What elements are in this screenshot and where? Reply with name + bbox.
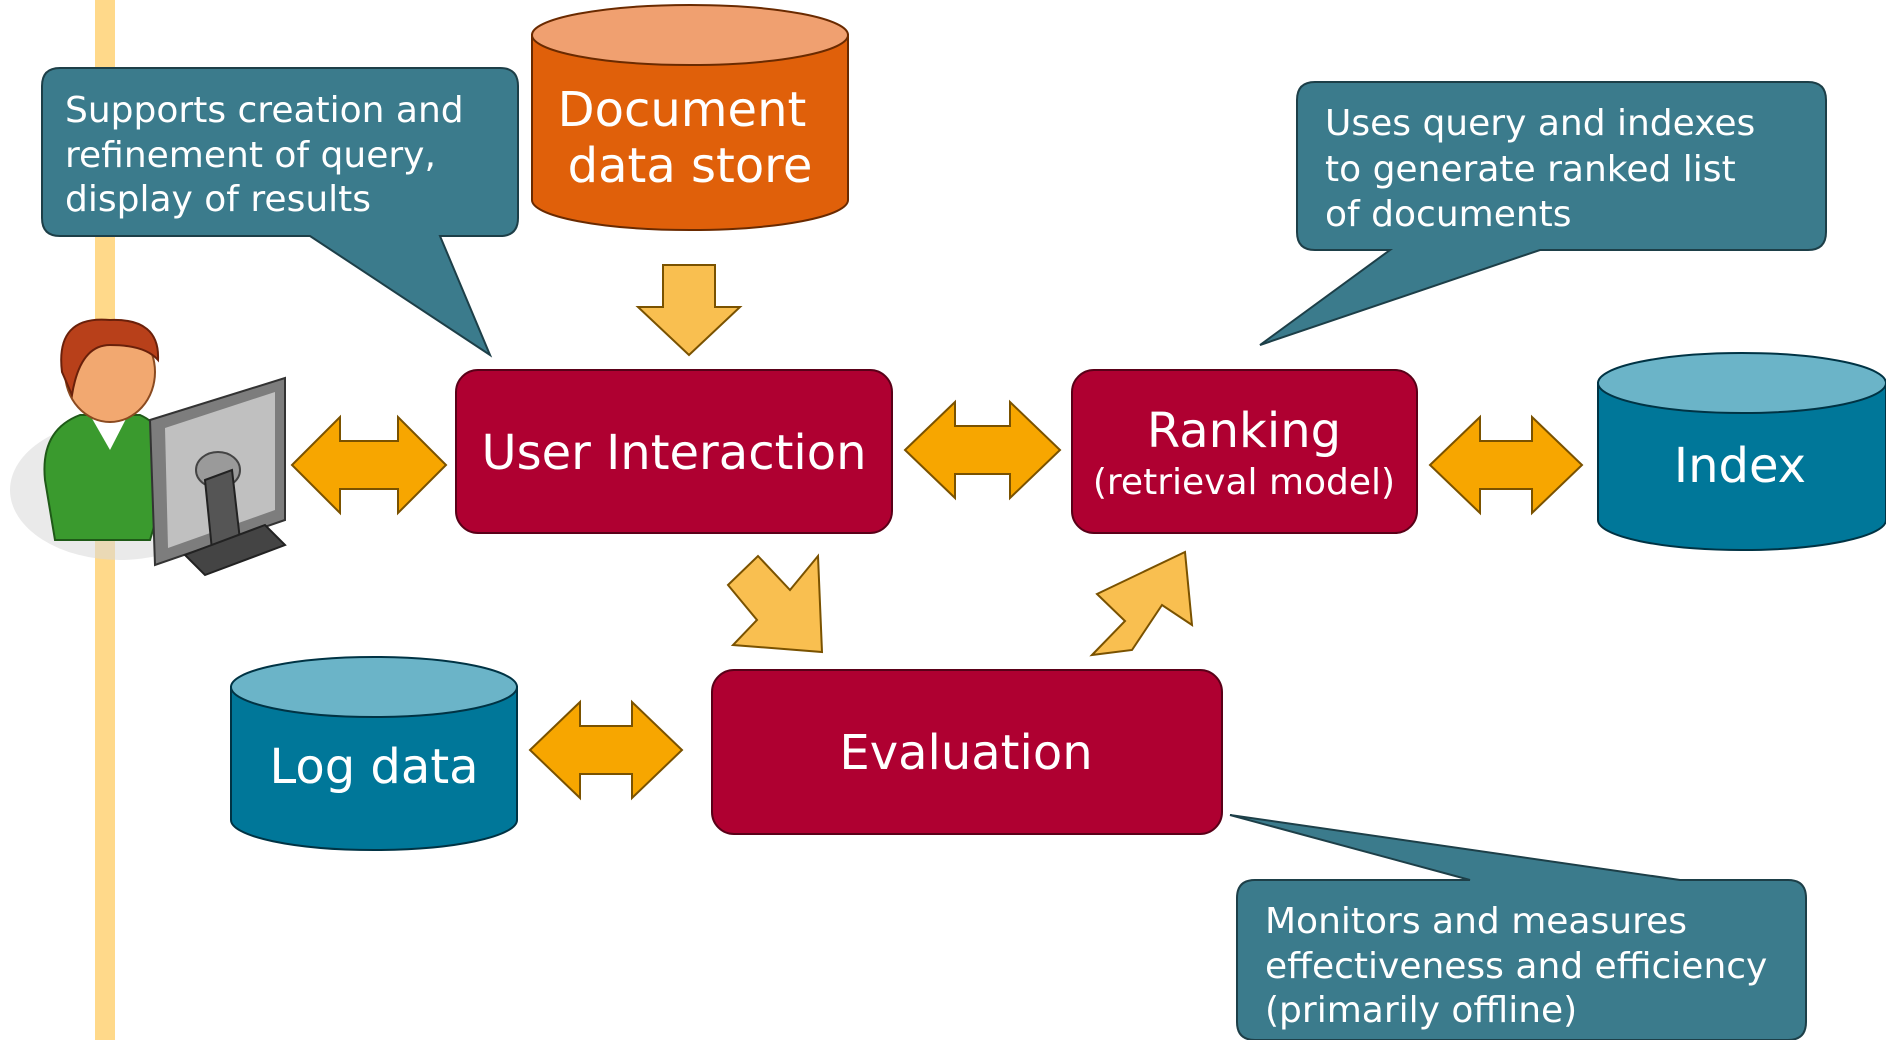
callout-line: display of results — [65, 179, 371, 220]
log-data-cylinder: Log data — [230, 656, 518, 851]
callout-line: Monitors and measures — [1265, 901, 1687, 942]
callout-evaluation: Monitors and measures effectiveness and … — [1229, 814, 1807, 1041]
document-data-store-cylinder: Document data store — [531, 4, 849, 231]
index-label: Index — [1674, 438, 1806, 494]
callout-line: Uses query and indexes — [1325, 103, 1755, 144]
document-store-label-line2: data store — [568, 138, 813, 194]
document-store-label-line1: Document — [558, 82, 807, 138]
evaluation-box: Evaluation — [711, 669, 1223, 835]
ranking-box: Ranking (retrieval model) — [1071, 369, 1418, 534]
callout-line: effectiveness and efficiency — [1265, 946, 1767, 987]
callout-line: of documents — [1325, 194, 1572, 235]
callout-line: (primarily offline) — [1265, 990, 1577, 1031]
ranking-sublabel: (retrieval model) — [1093, 462, 1395, 503]
callout-line: Supports creation and — [65, 90, 464, 131]
double-arrow-ranking-to-index — [1428, 414, 1584, 516]
diagonal-arrow-interaction-to-evaluation — [726, 553, 824, 654]
user-at-computer-icon — [10, 318, 287, 577]
double-arrow-user-to-interaction — [290, 414, 448, 516]
user-interaction-label: User Interaction — [481, 425, 866, 481]
user-interaction-box: User Interaction — [455, 369, 893, 534]
callout-line: refinement of query, — [65, 135, 436, 176]
index-cylinder: Index — [1597, 352, 1886, 551]
callout-ranking: Uses query and indexes to generate ranke… — [1259, 81, 1827, 346]
double-arrow-log-to-evaluation — [528, 699, 684, 801]
callout-line: to generate ranked list — [1325, 149, 1736, 190]
evaluation-label: Evaluation — [839, 725, 1092, 781]
callout-user-interaction: Supports creation and refinement of quer… — [41, 67, 519, 358]
double-arrow-interaction-to-ranking — [903, 399, 1062, 501]
ranking-label: Ranking — [1147, 403, 1341, 459]
down-arrow-document-to-interaction — [635, 264, 743, 357]
log-data-label: Log data — [269, 739, 478, 795]
diagonal-arrow-evaluation-to-ranking — [1089, 550, 1194, 657]
